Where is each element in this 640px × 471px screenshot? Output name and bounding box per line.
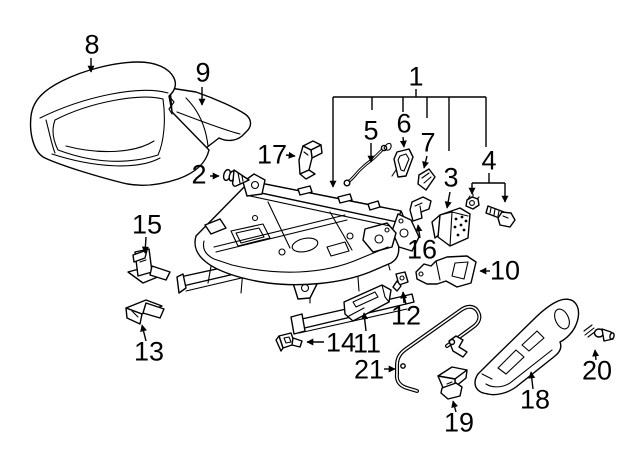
part-15-bracket [127, 248, 171, 284]
part-14-clip [275, 332, 303, 352]
part-11-trim-strip [343, 284, 392, 322]
part-1-seat-track-frame [176, 173, 420, 335]
part-16-bracket [409, 196, 432, 222]
part-19-bracket [437, 366, 468, 400]
part-6-clip [391, 148, 414, 178]
leader-lines [87, 58, 600, 413]
part-7-clip [417, 168, 436, 191]
part-2-fastener [222, 168, 250, 187]
part-10-bracket [415, 255, 477, 288]
part-5-cable [343, 142, 392, 187]
part-17-clip [298, 140, 323, 180]
part-21-wire-frame [394, 304, 482, 393]
part-4-nut-and-bolt [465, 193, 516, 228]
part-12-clip [392, 271, 409, 292]
part-8-cushion-pad [29, 61, 210, 187]
part-3-switch-block [431, 207, 471, 247]
part-13-bracket [125, 299, 165, 325]
part-20-push-pin [583, 324, 615, 342]
part-18-side-shield [474, 298, 580, 396]
part-9-cushion-cover [169, 87, 252, 149]
